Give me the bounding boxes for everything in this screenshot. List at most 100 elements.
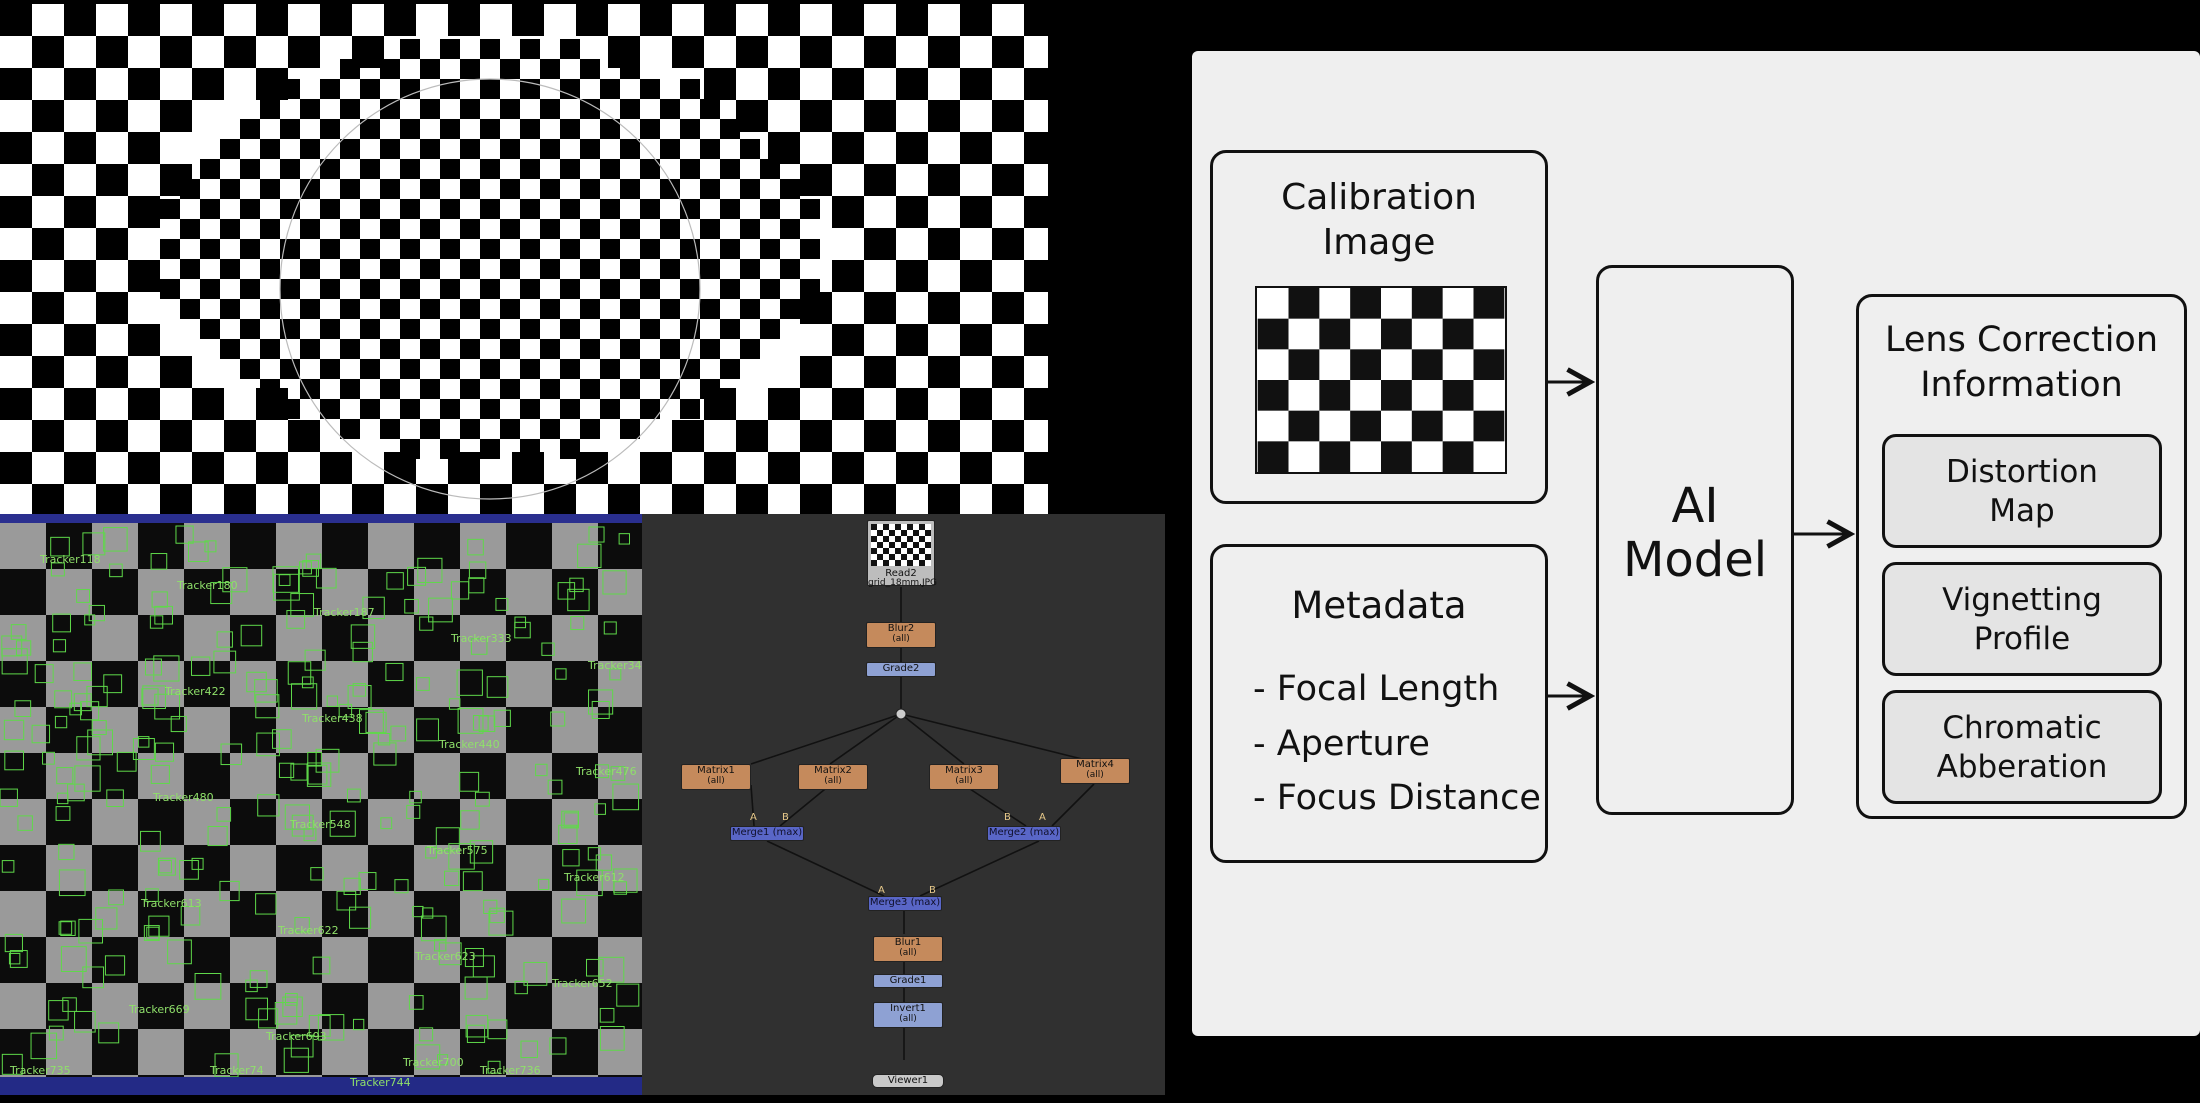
checker-square	[928, 484, 960, 514]
checker-square	[740, 179, 760, 199]
tracker-box	[467, 538, 484, 556]
tracker-box	[577, 543, 602, 569]
tracker-checker-square	[460, 983, 506, 1029]
checker-square	[200, 199, 220, 219]
tracker-box	[466, 1024, 486, 1043]
blur1-node[interactable]: Blur1 (all)	[873, 936, 943, 962]
tracker-checker-square	[138, 1029, 184, 1075]
tracker-checker-square	[506, 937, 552, 983]
tracker-box	[465, 1014, 489, 1038]
mini-checker-square	[1257, 380, 1289, 411]
checker-square	[500, 299, 520, 319]
tracker-box	[31, 724, 51, 744]
checker-square	[700, 339, 720, 359]
tracker-box	[245, 997, 268, 1021]
merge2-node[interactable]: Merge2 (max)	[987, 826, 1061, 841]
merge1-node[interactable]: Merge1 (max)	[730, 826, 804, 841]
checker-square	[576, 4, 608, 36]
viewer1-node[interactable]: Viewer1	[872, 1074, 944, 1088]
tracker-box	[603, 621, 617, 635]
tracker-checker-square	[368, 891, 414, 937]
tracker-box	[213, 650, 237, 674]
tracker-box	[415, 1044, 441, 1070]
checker-square	[560, 319, 580, 339]
tracker-box	[472, 715, 489, 731]
tracker-box	[76, 589, 91, 603]
tracker-box	[343, 877, 361, 896]
checker-square	[700, 139, 720, 159]
checker-square	[440, 239, 460, 259]
tracker-box	[563, 812, 579, 828]
dot-node[interactable]	[895, 708, 907, 720]
invert1-node[interactable]: Invert1 (all)	[873, 1002, 943, 1028]
checker-square	[1024, 68, 1048, 100]
tracker-box	[103, 674, 123, 694]
checker-square	[200, 239, 220, 259]
read-node[interactable]: Read2 grid_18mm.JPG	[867, 520, 937, 588]
checker-square	[440, 439, 460, 459]
checker-square	[600, 119, 620, 139]
checker-square	[480, 439, 500, 459]
matrix3-node[interactable]: Matrix3 (all)	[929, 764, 999, 790]
checker-square	[992, 228, 1024, 260]
tracker-box	[54, 715, 68, 729]
checker-square	[832, 388, 864, 420]
checker-square	[192, 388, 224, 420]
checker-square	[680, 199, 700, 219]
checker-square	[1024, 388, 1048, 420]
blur2-node[interactable]: Blur2 (all)	[866, 622, 936, 648]
checker-square	[460, 219, 480, 239]
matrix2-node[interactable]: Matrix2 (all)	[798, 764, 868, 790]
checker-square	[620, 219, 640, 239]
tracker-checker-square	[506, 845, 552, 891]
node-graph-panel[interactable]: Read2 grid_18mm.JPG Blur2 (all) Grade2 M…	[642, 514, 1165, 1095]
checker-square	[420, 339, 440, 359]
grade1-node[interactable]: Grade1	[873, 974, 943, 988]
checker-square	[896, 4, 928, 36]
checker-square	[580, 219, 600, 239]
tracker-box	[272, 566, 300, 593]
checker-square	[300, 179, 320, 199]
checker-square	[420, 139, 440, 159]
tracker-box	[145, 888, 159, 902]
tracker-label: Tracker438	[302, 712, 363, 725]
tracker-box	[312, 956, 331, 975]
checker-square	[340, 379, 360, 399]
matrix4-node[interactable]: Matrix4 (all)	[1060, 758, 1130, 784]
tracker-box	[549, 1037, 567, 1055]
tracker-box	[137, 736, 150, 748]
tracker-box	[567, 588, 590, 612]
tracker-box	[191, 857, 204, 870]
checker-square	[380, 59, 400, 79]
tracker-box	[416, 718, 439, 742]
checker-square	[280, 119, 300, 139]
checker-square	[700, 179, 720, 199]
matrix1-sub: (all)	[707, 776, 725, 786]
mini-checker-square	[1257, 318, 1289, 350]
tracker-label: Tracker118	[40, 553, 101, 566]
tracker-box	[52, 639, 67, 653]
tracker-box	[74, 1010, 96, 1033]
tracker-checker-square	[230, 753, 276, 799]
tracker-checker-square	[506, 661, 552, 707]
calibration-title-line1: Calibration	[1281, 177, 1477, 218]
checker-square	[800, 164, 832, 196]
thumb-square	[913, 530, 919, 536]
checker-square	[576, 452, 608, 484]
merge3-node[interactable]: Merge3 (max)	[868, 896, 942, 911]
checker-square	[380, 99, 400, 119]
matrix1-node[interactable]: Matrix1 (all)	[681, 764, 751, 790]
tracker-box	[48, 1000, 69, 1021]
checker-square	[560, 439, 580, 459]
tracker-checker-square	[92, 799, 138, 845]
merge1-label: Merge1 (max)	[731, 827, 803, 838]
tracker-box	[132, 738, 155, 760]
thumb-square	[913, 554, 919, 560]
checker-square	[480, 319, 500, 339]
checker-square	[580, 419, 600, 439]
checker-square	[832, 132, 864, 164]
checker-square	[1024, 324, 1048, 356]
checker-square	[96, 164, 128, 196]
tracker-box	[469, 840, 494, 864]
grade2-node[interactable]: Grade2	[866, 662, 936, 677]
